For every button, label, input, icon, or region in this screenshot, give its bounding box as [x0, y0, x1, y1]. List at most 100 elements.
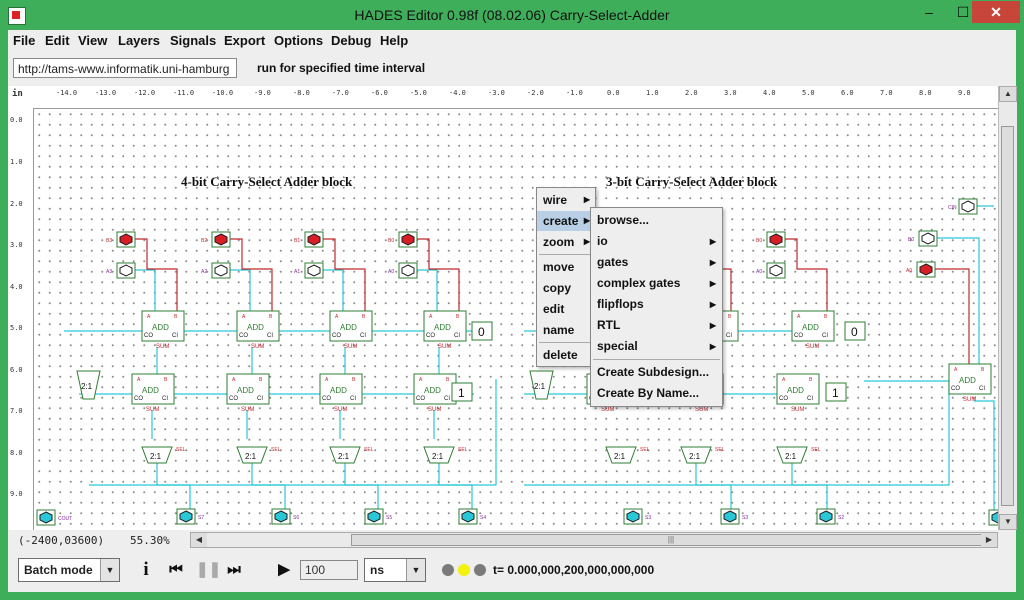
submenu-item-flipflops[interactable]: flipflops▶: [591, 294, 722, 315]
ctx-item-delete[interactable]: delete: [543, 348, 578, 362]
submenu-item-io[interactable]: io▶: [591, 231, 722, 252]
adder-label: ADD: [330, 386, 347, 395]
ctx-item-copy[interactable]: copy: [543, 281, 572, 295]
horizontal-scroll-thumb[interactable]: |||: [351, 534, 991, 546]
menu-options[interactable]: Options: [274, 33, 324, 48]
pin-name: B0: [756, 238, 762, 244]
wire-cyan: [974, 400, 995, 517]
menu-help[interactable]: Help: [380, 33, 409, 48]
pin-label: SEL: [640, 447, 650, 453]
horizontal-scrollbar[interactable]: ◀ ||| ▶: [190, 532, 998, 548]
submenu-item-complex-gates[interactable]: complex gates▶: [591, 273, 722, 294]
pin-label: SUM: [241, 407, 254, 413]
pin-label: CI: [726, 333, 732, 339]
time-unit-select[interactable]: ns ▼: [364, 558, 426, 582]
info-icon[interactable]: i: [143, 559, 149, 580]
pin-label: B: [981, 367, 985, 373]
chevron-down-icon[interactable]: ▼: [406, 559, 425, 581]
status-light-gray-icon: [474, 564, 486, 576]
fast-forward-icon[interactable]: ⏭: [227, 561, 241, 578]
ruler-tick: 5.0: [802, 89, 815, 97]
menu-debug[interactable]: Debug: [331, 33, 372, 48]
pin-led-icon: [991, 511, 998, 524]
pin-label: CO: [134, 396, 143, 402]
submenu-item-create-subdesign[interactable]: Create Subdesign...: [597, 365, 710, 379]
ruler-tick: 2.0: [10, 200, 23, 208]
ruler-tick: 3.0: [724, 89, 737, 97]
mode-select[interactable]: Batch mode ▼: [18, 558, 120, 582]
menu-layers[interactable]: Layers: [118, 33, 160, 48]
chevron-right-icon: ▶: [709, 279, 716, 288]
submenu-item-rtl[interactable]: RTL▶: [591, 315, 722, 336]
ruler-tick: 2.0: [685, 89, 698, 97]
ctx-item-wire[interactable]: wire▶: [537, 190, 595, 210]
ruler-tick: -2.0: [527, 89, 544, 97]
pin-label: CO: [322, 396, 331, 402]
play-icon[interactable]: ▶: [278, 561, 290, 578]
menu-file[interactable]: File: [13, 33, 36, 48]
scroll-left-icon[interactable]: ◀: [191, 533, 207, 547]
wire-cyan: [323, 269, 344, 311]
ctx-item-edit[interactable]: edit: [543, 302, 565, 316]
pin-led-icon: [919, 263, 933, 276]
close-button[interactable]: ✕: [972, 1, 1020, 23]
pin-label: CI: [807, 396, 813, 402]
menu-view[interactable]: View: [78, 33, 108, 48]
scroll-up-icon[interactable]: ▲: [999, 86, 1017, 102]
pin-label: CI: [454, 333, 460, 339]
ruler-unit: in: [12, 89, 23, 99]
menu-edit[interactable]: Edit: [45, 33, 70, 48]
scroll-down-icon[interactable]: ▼: [999, 514, 1017, 530]
ruler-tick: 6.0: [10, 366, 23, 374]
wire-cyan: [135, 269, 156, 311]
scroll-right-icon[interactable]: ▶: [981, 533, 997, 547]
submenu-item-browse[interactable]: browse...: [597, 213, 650, 227]
constant-value: 0: [851, 325, 858, 339]
ctx-item-move[interactable]: move: [543, 260, 575, 274]
ruler-tick: -4.0: [449, 89, 466, 97]
adder-label: ADD: [434, 323, 451, 332]
pin-label: SEL: [458, 447, 468, 453]
submenu-item-gates[interactable]: gates▶: [591, 252, 722, 273]
ctx-item-zoom[interactable]: zoom▶: [537, 232, 595, 252]
ruler-tick: -13.0: [95, 89, 117, 97]
pin-name: A1: [294, 269, 300, 275]
java-app-icon[interactable]: [8, 7, 26, 25]
chevron-down-icon[interactable]: ▼: [100, 559, 119, 581]
pin-label: SUM: [695, 407, 708, 413]
maximize-button[interactable]: ☐: [956, 4, 970, 20]
ctx-item-name[interactable]: name: [543, 323, 575, 337]
toolbar: http://tams-www.informatik.uni-hamburg r…: [8, 54, 1016, 84]
url-field[interactable]: http://tams-www.informatik.uni-hamburg: [13, 58, 237, 78]
pin-label: SUM: [156, 344, 169, 350]
submenu-item-special[interactable]: special▶: [591, 336, 722, 357]
pause-icon[interactable]: ❚❚: [196, 561, 222, 578]
pin-label: SEL: [715, 447, 725, 453]
wire-red: [935, 268, 970, 364]
pin-led-icon: [819, 510, 833, 523]
pin-label: SUM: [146, 407, 159, 413]
submenu-item-create-by-name[interactable]: Create By Name...: [597, 386, 700, 400]
mux-2to1: [423, 446, 455, 464]
chevron-right-icon: ▶: [709, 237, 716, 246]
menu-signals[interactable]: Signals: [170, 33, 217, 48]
minimize-button[interactable]: –: [925, 4, 933, 20]
vertical-scroll-thumb[interactable]: [1001, 126, 1014, 506]
adder-label: ADD: [787, 386, 804, 395]
mux-2to1: [329, 446, 361, 464]
pin-name: A0: [756, 269, 762, 275]
adder-label: ADD: [424, 386, 441, 395]
rewind-icon[interactable]: ⏮: [169, 561, 183, 578]
time-interval-input[interactable]: 100: [300, 560, 358, 580]
menu-export[interactable]: Export: [224, 33, 266, 48]
mux-label: 2:1: [785, 452, 797, 461]
ruler-tick: -11.0: [173, 89, 195, 97]
pin-name: S7: [198, 515, 204, 521]
ctx-item-create[interactable]: create▶: [537, 211, 595, 231]
submenu-item-label: gates: [597, 255, 629, 269]
vertical-scrollbar[interactable]: ▲ ▼: [998, 86, 1017, 530]
pin-label: CO: [144, 333, 153, 339]
pin-label: CI: [979, 386, 985, 392]
